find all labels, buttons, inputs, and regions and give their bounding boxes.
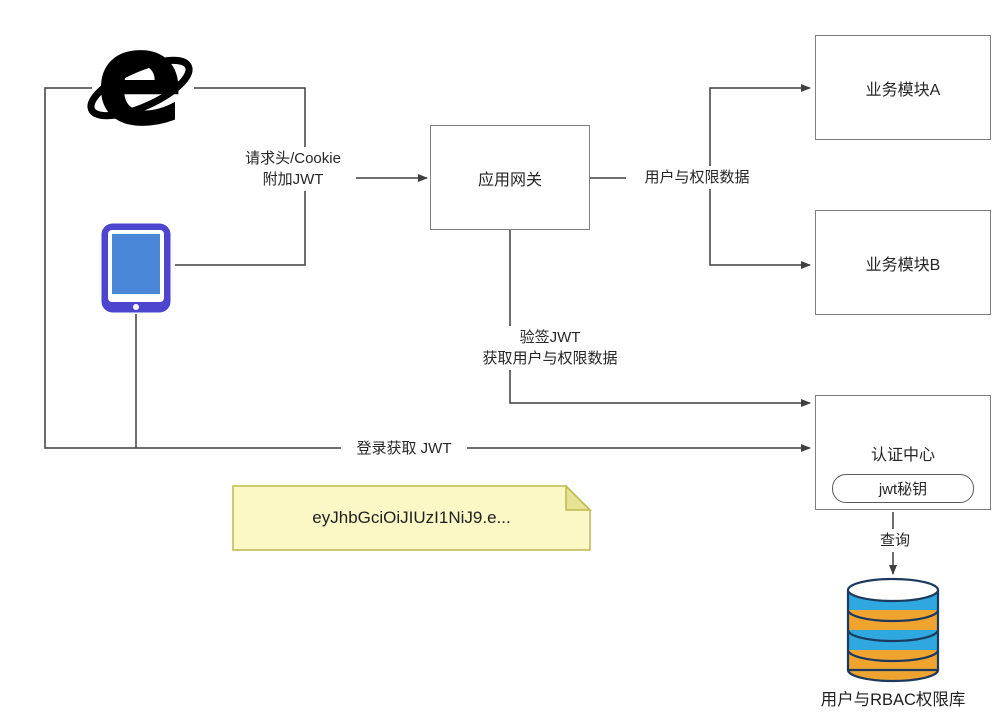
node-auth-center-label: 认证中心: [870, 447, 935, 464]
ie-browser-icon: e: [87, 32, 193, 138]
edge-to-module-b: [709, 178, 811, 269]
jwt-secret-key-pill: jwt秘钥: [832, 474, 974, 503]
node-business-module-b: 业务模块B: [815, 210, 991, 315]
edge-label-request-jwt-line2: 附加JWT: [262, 171, 324, 188]
node-business-module-b-label: 业务模块B: [865, 256, 941, 274]
edge-verify-to-auth: [509, 230, 811, 407]
edge-to-module-a: [709, 84, 811, 178]
node-auth-center: 认证中心 jwt秘钥: [815, 395, 991, 510]
tablet-screen: [112, 234, 160, 294]
edge-label-user-perm-data: 用户与权限数据: [626, 166, 768, 189]
note-body: [232, 485, 591, 551]
db-side-walls: [846, 590, 940, 670]
database-icon: [846, 577, 940, 683]
jwt-token-note-text: eyJhbGciOiJIUzI1NiJ9.e...: [312, 508, 511, 527]
edge-label-verify-jwt-line2: 获取用户与权限数据: [482, 350, 618, 367]
jwt-note-shape: [232, 484, 592, 551]
edge-label-verify-jwt-line1: 验签JWT: [519, 329, 581, 346]
edge-label-verify-jwt: 验签JWT 获取用户与权限数据: [452, 326, 648, 370]
node-app-gateway: 应用网关: [430, 125, 590, 230]
edge-label-query: 查询: [873, 529, 917, 552]
db-bottom-cap: [846, 668, 940, 683]
node-app-gateway-label: 应用网关: [477, 171, 542, 189]
tablet-home-button: [133, 304, 139, 310]
edge-label-login-get-jwt: 登录获取 JWT: [341, 437, 467, 460]
db-separator-arcs: [846, 609, 940, 663]
note-folded-corner: [565, 484, 592, 511]
edge-label-request-jwt-line1: 请求头/Cookie: [245, 150, 341, 167]
edge-label-request-jwt: 请求头/Cookie 附加JWT: [230, 147, 356, 191]
node-business-module-a: 业务模块A: [815, 35, 991, 140]
database-label: 用户与RBAC权限库: [820, 691, 966, 709]
tablet-icon: [101, 223, 171, 313]
ie-orbit-ring: [87, 56, 193, 120]
node-business-module-a-label: 业务模块A: [865, 81, 941, 99]
db-top-ellipse: [846, 577, 940, 603]
